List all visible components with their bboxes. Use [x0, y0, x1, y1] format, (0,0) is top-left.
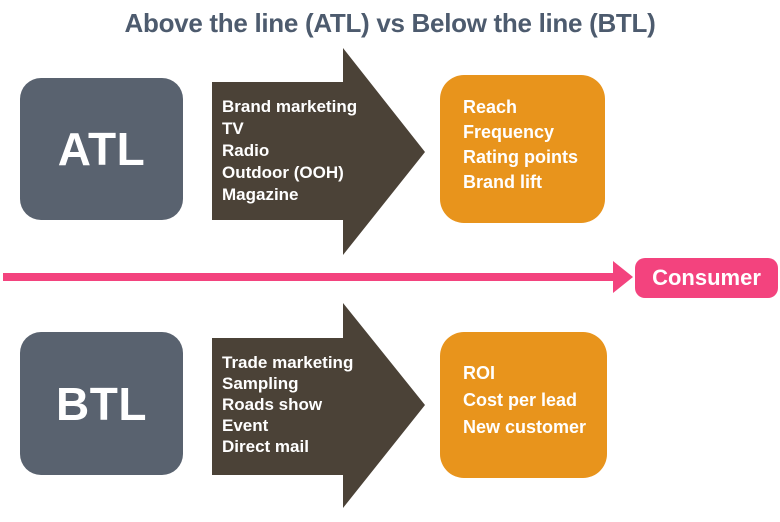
consumer-box: Consumer	[635, 258, 778, 298]
btl-channel-item: Sampling	[222, 374, 299, 393]
btl-box-label: BTL	[56, 377, 147, 430]
atl-box-label: ATL	[57, 123, 146, 175]
btl-metric-item: New customer	[463, 417, 587, 437]
atl-box: ATL	[20, 78, 183, 220]
atl-metric-item: Reach	[463, 97, 518, 117]
atl-channel-item: Outdoor (OOH)	[222, 163, 344, 182]
consumer-arrowhead-icon	[613, 261, 633, 293]
atl-channel-item: Magazine	[222, 185, 299, 204]
btl-channel-item: Direct mail	[222, 437, 309, 456]
atl-channel-item: Brand marketing	[222, 97, 358, 116]
btl-arrow: Trade marketing Sampling Roads show Even…	[212, 303, 425, 508]
btl-channel-item: Roads show	[222, 395, 323, 414]
btl-metric-item: Cost per lead	[463, 390, 578, 410]
atl-arrow: Brand marketing TV Radio Outdoor (OOH) M…	[212, 48, 425, 255]
btl-metrics-box: ROI Cost per lead New customer	[440, 332, 607, 478]
atl-metric-item: Frequency	[463, 122, 555, 142]
btl-channel-item: Trade marketing	[222, 353, 354, 372]
atl-metric-item: Brand lift	[463, 172, 542, 192]
consumer-line	[3, 273, 614, 281]
atl-channel-item: Radio	[222, 141, 270, 160]
btl-channel-item: Event	[222, 416, 269, 435]
atl-metric-item: Rating points	[463, 147, 578, 167]
atl-channel-item: TV	[222, 119, 244, 138]
diagram-title: Above the line (ATL) vs Below the line (…	[124, 8, 656, 38]
atl-channel-list: Brand marketing TV Radio Outdoor (OOH) M…	[222, 96, 357, 206]
btl-box: BTL	[20, 332, 183, 475]
btl-metric-item: ROI	[463, 363, 496, 383]
atl-metrics-box: Reach Frequency Rating points Brand lift	[440, 75, 605, 223]
consumer-box-label: Consumer	[652, 265, 761, 290]
btl-channel-list: Trade marketing Sampling Roads show Even…	[222, 352, 353, 457]
